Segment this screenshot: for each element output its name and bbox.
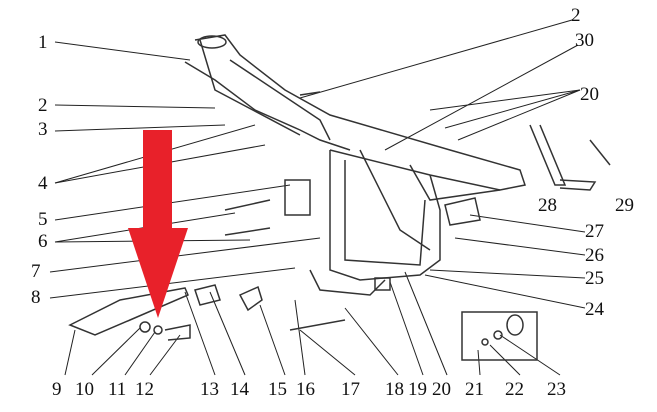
leader-11 bbox=[124, 331, 156, 376]
leader-18 bbox=[344, 307, 399, 376]
part-label: 21 bbox=[465, 379, 484, 400]
leader-27 bbox=[469, 214, 586, 233]
part-label: 7 bbox=[31, 261, 41, 282]
leader-2r bbox=[299, 19, 573, 99]
leader-24 bbox=[424, 274, 586, 309]
part-label: 17 bbox=[341, 379, 360, 400]
part-label: 2 bbox=[38, 95, 48, 116]
motorcycle-frame bbox=[68, 34, 611, 361]
leader-25 bbox=[429, 269, 586, 279]
part-label: 27 bbox=[585, 221, 604, 242]
red-arrow-indicator bbox=[128, 130, 188, 318]
part-label: 22 bbox=[505, 379, 524, 400]
part-label: 19 bbox=[408, 379, 427, 400]
leader-19 bbox=[389, 281, 424, 376]
leader-15 bbox=[259, 304, 286, 376]
part-label: 12 bbox=[135, 379, 154, 400]
part-label: 25 bbox=[585, 268, 604, 289]
leader-1 bbox=[54, 41, 191, 61]
part-label: 16 bbox=[296, 379, 315, 400]
part-label: 13 bbox=[200, 379, 219, 400]
part-label: 4 bbox=[38, 173, 48, 194]
leader-13 bbox=[184, 291, 216, 376]
leader-26 bbox=[454, 237, 586, 256]
leader-17 bbox=[299, 329, 356, 376]
part-label: 24 bbox=[585, 299, 604, 320]
leader-10 bbox=[91, 327, 141, 376]
leader-3 bbox=[54, 124, 226, 132]
part-label: 10 bbox=[75, 379, 94, 400]
part-label: 6 bbox=[38, 231, 48, 252]
part-label: 11 bbox=[108, 379, 127, 400]
leader-12 bbox=[149, 334, 181, 376]
leader-9 bbox=[64, 329, 76, 376]
part-label: 18 bbox=[385, 379, 404, 400]
part-label: 14 bbox=[230, 379, 249, 400]
part-label: 3 bbox=[38, 119, 48, 140]
part-label: 5 bbox=[38, 209, 48, 230]
part-label: 28 bbox=[538, 195, 557, 216]
leader-14 bbox=[209, 291, 246, 376]
leader-30 bbox=[384, 44, 579, 151]
leader-20a bbox=[429, 89, 581, 111]
part-label: 20 bbox=[580, 84, 599, 105]
leader-8 bbox=[49, 267, 296, 299]
leader-20 bbox=[404, 271, 448, 376]
part-label: 9 bbox=[52, 379, 62, 400]
leader-23 bbox=[499, 334, 561, 376]
leader-5 bbox=[54, 184, 291, 221]
leader-7 bbox=[49, 237, 321, 273]
part-label: 23 bbox=[547, 379, 566, 400]
part-label: 8 bbox=[31, 287, 41, 308]
leader-20b bbox=[444, 89, 581, 129]
part-label: 30 bbox=[575, 30, 594, 51]
leader-16 bbox=[294, 299, 306, 376]
part-label: 29 bbox=[615, 195, 634, 216]
leader-2 bbox=[54, 104, 216, 109]
part-label: 2 bbox=[571, 5, 581, 26]
leader-21 bbox=[477, 349, 481, 376]
part-label: 26 bbox=[585, 245, 604, 266]
part-label: 20 bbox=[432, 379, 451, 400]
leader-20c bbox=[457, 89, 581, 141]
part-label: 15 bbox=[268, 379, 287, 400]
part-label: 1 bbox=[38, 32, 48, 53]
